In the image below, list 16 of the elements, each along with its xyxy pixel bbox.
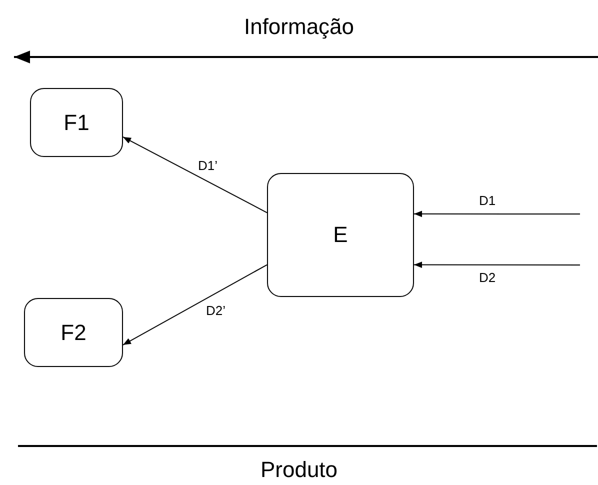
node-label: F2	[60, 320, 86, 346]
process-box	[24, 298, 123, 367]
node-label: E	[333, 222, 348, 248]
arrow	[122, 264, 268, 346]
arrow	[122, 136, 268, 214]
edge-label: D1’	[196, 158, 220, 173]
edge-label: D2’	[204, 303, 228, 318]
process-box	[267, 173, 414, 297]
node-label: F1	[64, 110, 90, 136]
arrow	[414, 262, 580, 268]
edge-label: D2	[477, 270, 498, 285]
process-box	[30, 88, 123, 157]
flow-label: Produto	[260, 457, 338, 483]
arrow	[414, 210, 580, 218]
edge-label: D1	[477, 193, 498, 208]
flow-label: Informação	[244, 14, 354, 40]
